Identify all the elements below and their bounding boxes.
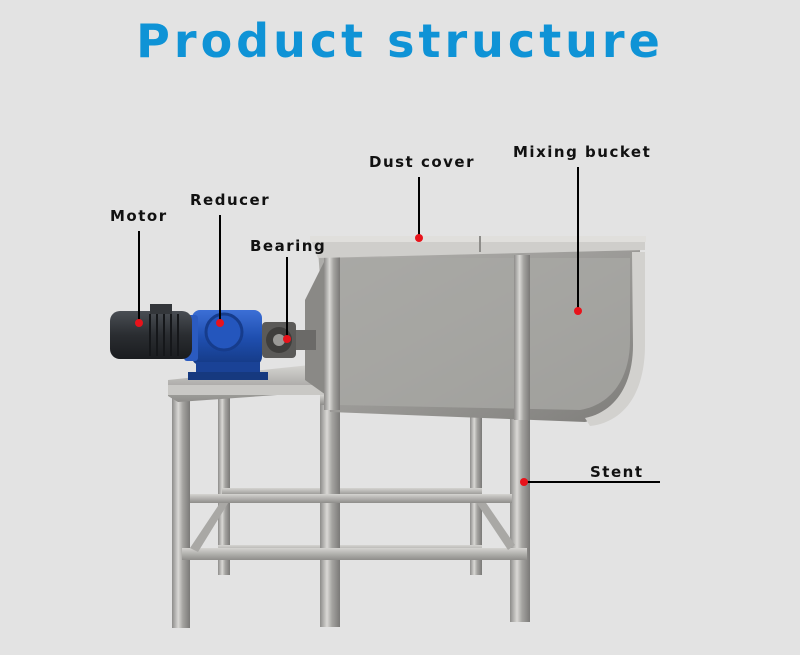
mixing-bucket-label: Mixing bucket	[513, 143, 652, 161]
leader-lines	[138, 167, 660, 483]
dust-cover-label: Dust cover	[369, 153, 475, 171]
motor	[110, 304, 192, 359]
dust-cover	[310, 236, 646, 258]
stent-frame	[168, 365, 530, 628]
motor-marker	[135, 319, 143, 327]
page-title: Product structure	[136, 14, 664, 68]
stent-marker	[520, 478, 528, 486]
reducer	[184, 310, 268, 380]
markers	[135, 234, 582, 486]
dust-cover-marker	[415, 234, 423, 242]
reducer-label: Reducer	[190, 191, 271, 209]
motor-label: Motor	[110, 207, 168, 225]
mixing-bucket	[305, 250, 645, 426]
stent-label: Stent	[590, 463, 644, 481]
bearing-label: Bearing	[250, 237, 327, 255]
mixing-bucket-marker	[574, 307, 582, 315]
bearing-marker	[283, 335, 291, 343]
reducer-marker	[216, 319, 224, 327]
